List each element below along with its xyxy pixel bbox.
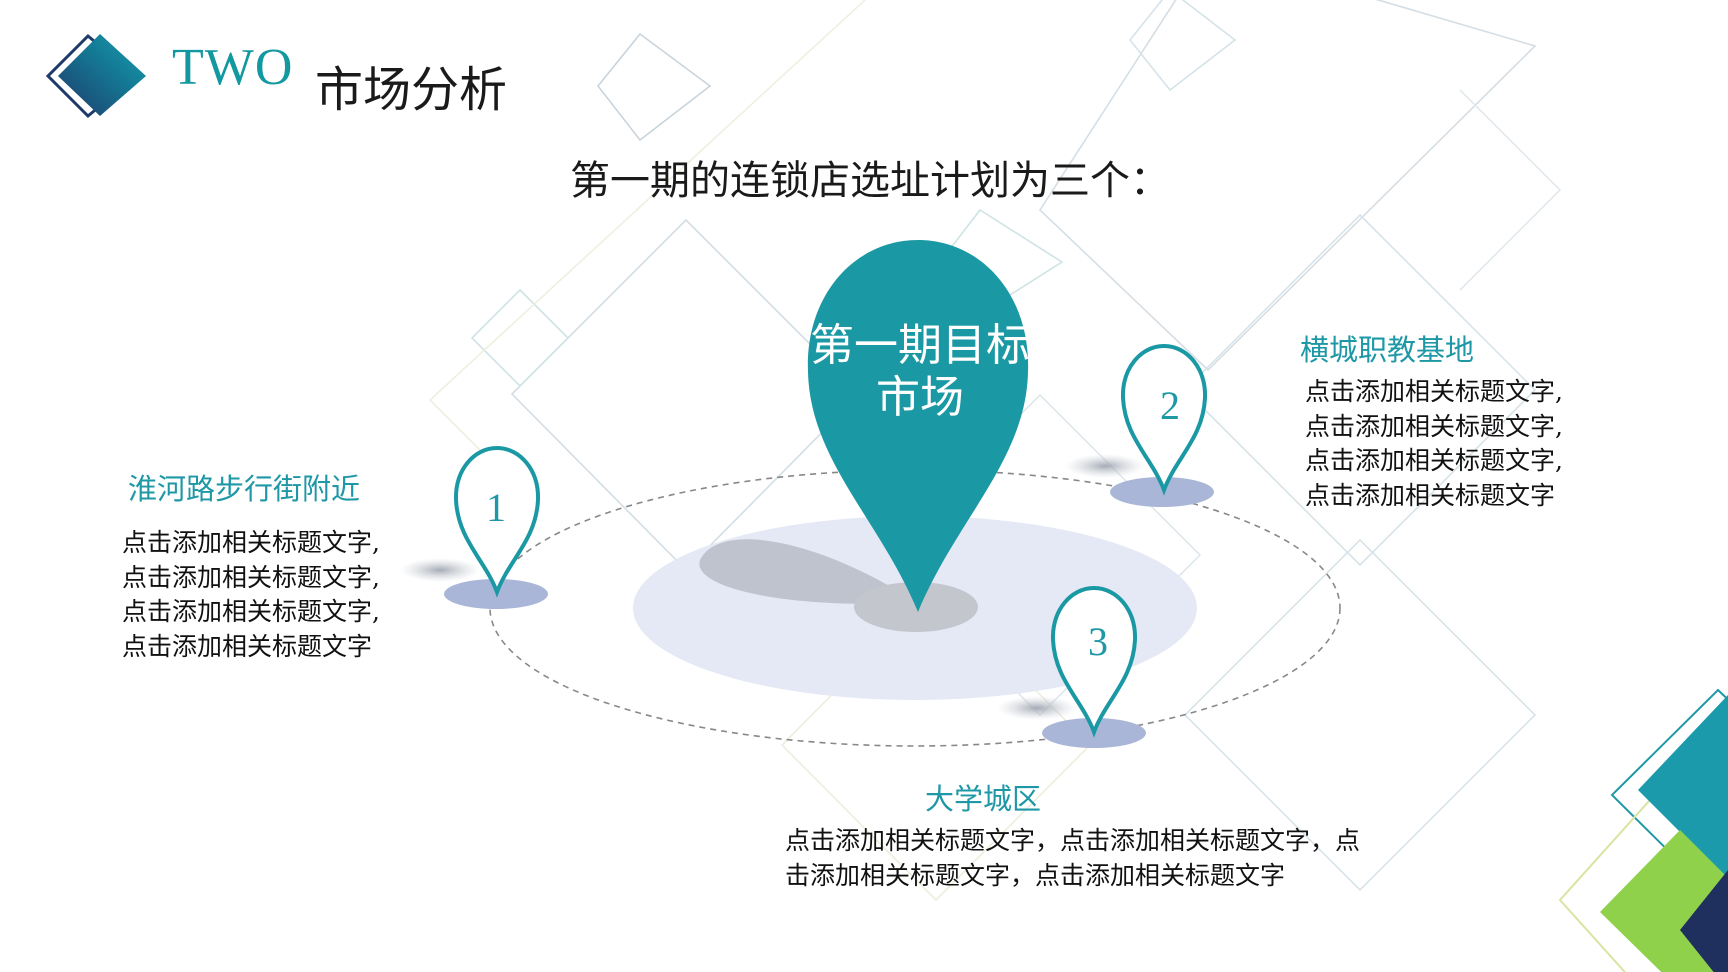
bg-line (1459, 89, 1562, 291)
bg-diamond (1038, 0, 1537, 372)
location2-title: 横城职教基地 (1300, 333, 1475, 367)
location2-line: 点击添加相关标题文字 (1305, 480, 1556, 510)
location1-line: 点击添加相关标题文字 (122, 631, 373, 661)
page-headline: 第一期的连锁店选址计划为三个： (570, 158, 1170, 204)
pin1-number: 1 (486, 485, 506, 530)
section-number: TWO (172, 39, 294, 96)
pin2-number: 2 (1160, 383, 1180, 428)
location2-line: 点击添加相关标题文字, (1305, 446, 1563, 475)
main-pin (807, 240, 1029, 612)
pin1-shadow (400, 558, 480, 582)
location3-title: 大学城区 (925, 782, 1042, 816)
location2-description: 点击添加相关标题文字, 点击添加相关标题文字, 点击添加相关标题文字, 点击添加… (1305, 375, 1563, 513)
location1-title: 淮河路步行街附近 (128, 472, 361, 506)
location3-line: 点击添加相关标题文字，点击添加相关标题文字，点 (785, 826, 1361, 855)
bg-diamond (1183, 213, 1537, 567)
logo-fill-diamond (58, 34, 146, 116)
location1-description: 点击添加相关标题文字, 点击添加相关标题文字, 点击添加相关标题文字, 点击添加… (122, 526, 380, 664)
corner-navy-square (1680, 870, 1728, 972)
pin2-shadow (1065, 454, 1145, 478)
bg-diamond (1128, 0, 1237, 92)
bg-diamond (596, 32, 712, 142)
location3-description: 点击添加相关标题文字，点击添加相关标题文字，点 击添加相关标题文字，点击添加相关… (785, 824, 1360, 893)
location2-line: 点击添加相关标题文字, (1305, 377, 1563, 406)
location3-line: 击添加相关标题文字，点击添加相关标题文字 (785, 860, 1286, 890)
location1-line: 点击添加相关标题文字, (122, 597, 380, 626)
corner-teal-square (1638, 695, 1728, 880)
pin3-shadow (997, 696, 1077, 720)
main-pin-label: 第一期目标市场 (810, 320, 1030, 423)
location1-line: 点击添加相关标题文字, (122, 562, 380, 592)
location2-line: 点击添加相关标题文字, (1305, 411, 1563, 441)
pin1-marker (453, 445, 541, 598)
main-pin-shadow (699, 539, 916, 604)
bg-diamond (1183, 538, 1537, 892)
pin3-number: 3 (1088, 619, 1108, 664)
pin3-marker (1050, 585, 1138, 738)
pin2-base (1110, 477, 1214, 507)
location1-line: 点击添加相关标题文字, (122, 528, 380, 557)
bg-diamond (470, 288, 570, 388)
section-title: 市场分析 (315, 62, 508, 118)
pin2-marker (1120, 343, 1208, 496)
